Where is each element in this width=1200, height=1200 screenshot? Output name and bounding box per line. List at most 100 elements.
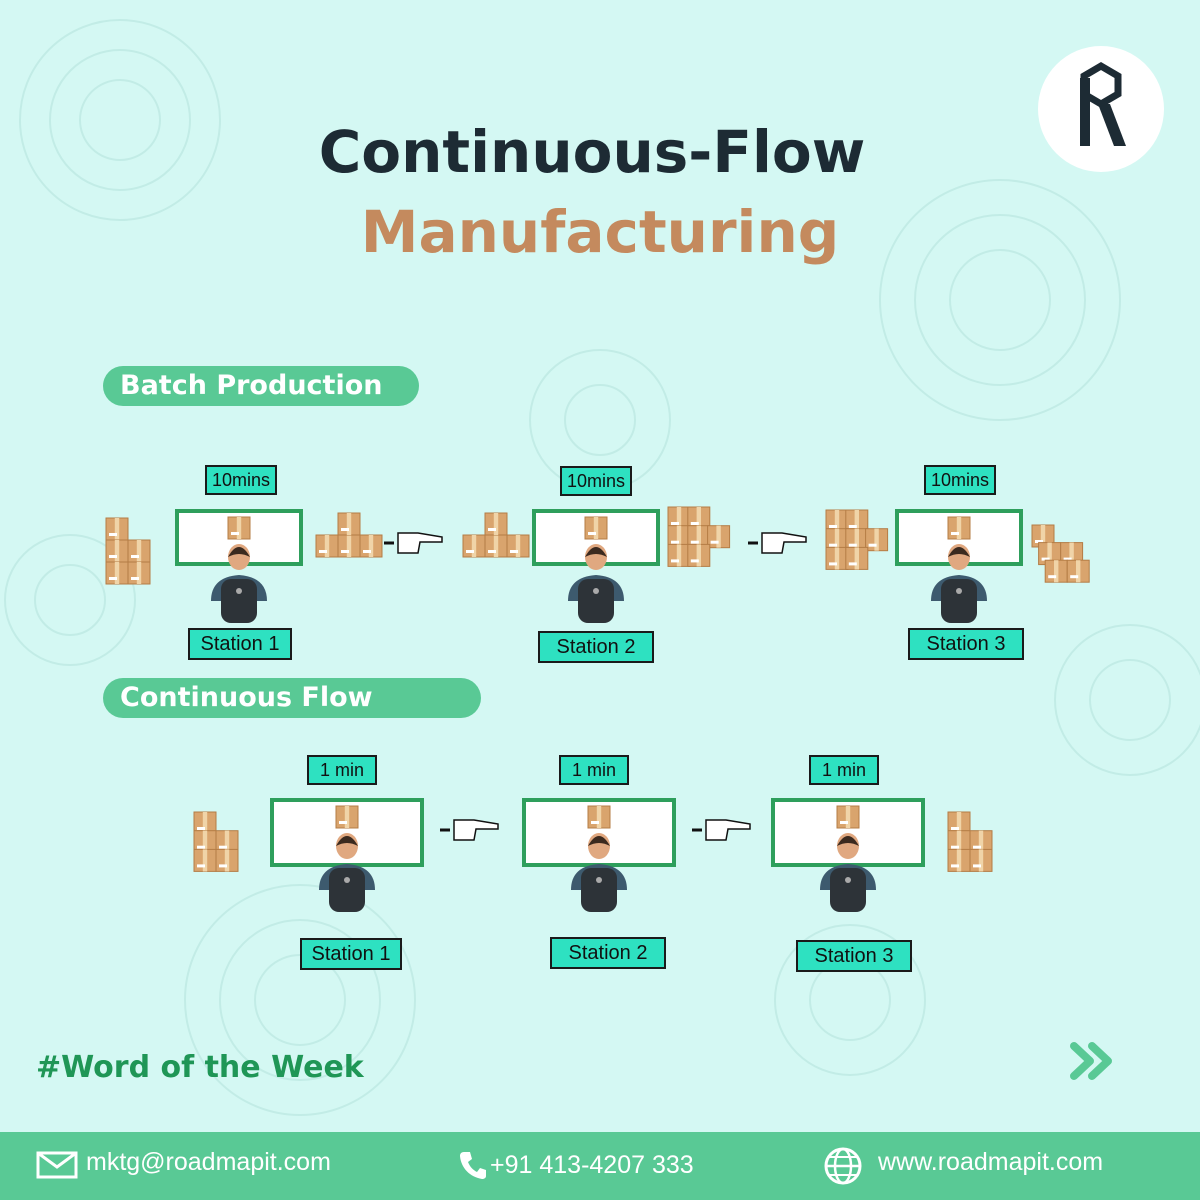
box-tape: [515, 535, 521, 557]
box-tape: [854, 547, 859, 570]
box-label: [829, 562, 837, 566]
box-tape: [716, 525, 721, 548]
batch-pile-output-box-3: [1044, 559, 1068, 583]
chair-knob: [596, 877, 602, 883]
box-label: [951, 532, 959, 535]
worker-chair: [830, 868, 866, 912]
batch-time-tag-2: 10mins: [560, 466, 632, 496]
box-tape: [593, 517, 599, 539]
box-label: [671, 522, 679, 525]
box-label: [973, 845, 981, 849]
worker-hair: [336, 836, 358, 846]
box-label: [197, 845, 205, 849]
box-tape: [596, 806, 602, 828]
worker-chair: [329, 868, 365, 912]
box-tape: [368, 535, 374, 557]
box-tape: [202, 849, 208, 872]
box-label: [1063, 557, 1072, 561]
box-tape: [493, 535, 499, 557]
box-tape: [676, 544, 682, 567]
box-tape: [224, 849, 230, 872]
box-tape: [346, 513, 352, 535]
batch-pile-input-box-2: [105, 539, 129, 563]
batch-pile-4-box-3: [845, 528, 869, 552]
batch-pile-4-box-5: [825, 546, 849, 570]
box-label: [1070, 575, 1079, 579]
box-tape: [114, 540, 120, 562]
swirl-pattern: [4, 19, 1200, 1116]
box-tape: [834, 547, 840, 570]
box-tape: [471, 535, 477, 557]
box-tape: [114, 518, 120, 540]
batch-pile-input-box-1: [127, 539, 151, 563]
flow-pile-output-box-3: [947, 848, 971, 872]
batch-arrow-2: [748, 532, 807, 554]
batch-station-3-worker: [931, 544, 987, 623]
footer-website[interactable]: www.roadmapit.com: [878, 1148, 1104, 1176]
box-label: [197, 827, 205, 830]
batch-pile-output-box-0: [1031, 524, 1055, 548]
envelope-icon: [36, 1151, 78, 1179]
box-label: [690, 522, 699, 525]
pointer-hand: [397, 532, 443, 554]
box-tape: [114, 562, 120, 584]
batch-station-1-box: [227, 516, 251, 540]
box-label: [466, 550, 474, 553]
worker-chair: [221, 579, 257, 623]
globe-icon: [824, 1147, 862, 1185]
phone-icon: [460, 1152, 486, 1179]
batch-arrow-1: [384, 532, 443, 554]
box-label: [197, 864, 205, 868]
box-tape: [346, 535, 352, 557]
box-label: [671, 540, 679, 544]
box-label: [690, 540, 699, 544]
box-tape: [236, 517, 242, 539]
chair-knob: [236, 588, 242, 594]
box-label: [339, 821, 347, 824]
box-label: [591, 821, 599, 824]
box-tape: [1054, 560, 1059, 583]
worker-hair: [228, 547, 250, 557]
box-label: [109, 533, 117, 536]
box-label: [671, 559, 679, 563]
flow-pile-input-box-3: [193, 848, 217, 872]
footer-phone[interactable]: +91 413-4207 333: [490, 1151, 694, 1179]
box-label: [341, 528, 349, 531]
batch-pile-4-box-6: [845, 546, 869, 570]
box-tape: [854, 510, 859, 532]
flow-station-1-worker: [319, 833, 375, 912]
box-label: [109, 555, 117, 558]
double-chevron-right-icon[interactable]: [1068, 1040, 1116, 1082]
box-label: [219, 864, 227, 868]
box-tape: [956, 517, 962, 539]
box-label: [690, 559, 699, 563]
box-tape: [834, 528, 840, 551]
flow-station-3-box: [836, 805, 860, 829]
batch-station-label-2: Station 2: [538, 631, 654, 663]
box-tape: [854, 528, 859, 551]
box-label: [848, 562, 857, 566]
box-label: [973, 864, 981, 868]
batch-pile-input-box-0: [105, 517, 129, 541]
batch-station-label-1: Station 1: [188, 628, 292, 660]
box-tape: [224, 830, 230, 853]
flow-station-1-box: [335, 805, 359, 829]
box-tape: [696, 507, 701, 529]
box-label: [951, 864, 959, 868]
box-tape: [696, 525, 701, 548]
box-label: [848, 543, 857, 547]
box-label: [510, 550, 518, 553]
flow-arrow-2: [692, 819, 751, 841]
batch-pile-3-box-6: [687, 543, 711, 567]
batch-pile-input-box-3: [105, 561, 129, 585]
footer-email[interactable]: mktg@roadmapit.com: [86, 1148, 331, 1176]
box-tape: [696, 544, 701, 567]
box-tape: [956, 830, 962, 853]
box-tape: [1047, 542, 1052, 565]
continuous-station-label-3: Station 3: [796, 940, 912, 972]
box-tape: [344, 806, 350, 828]
box-tape: [1069, 542, 1074, 565]
batch-pile-3-box-4: [707, 525, 731, 549]
word-of-week-hashtag: #Word of the Week: [36, 1050, 364, 1085]
box-tape: [978, 849, 984, 872]
